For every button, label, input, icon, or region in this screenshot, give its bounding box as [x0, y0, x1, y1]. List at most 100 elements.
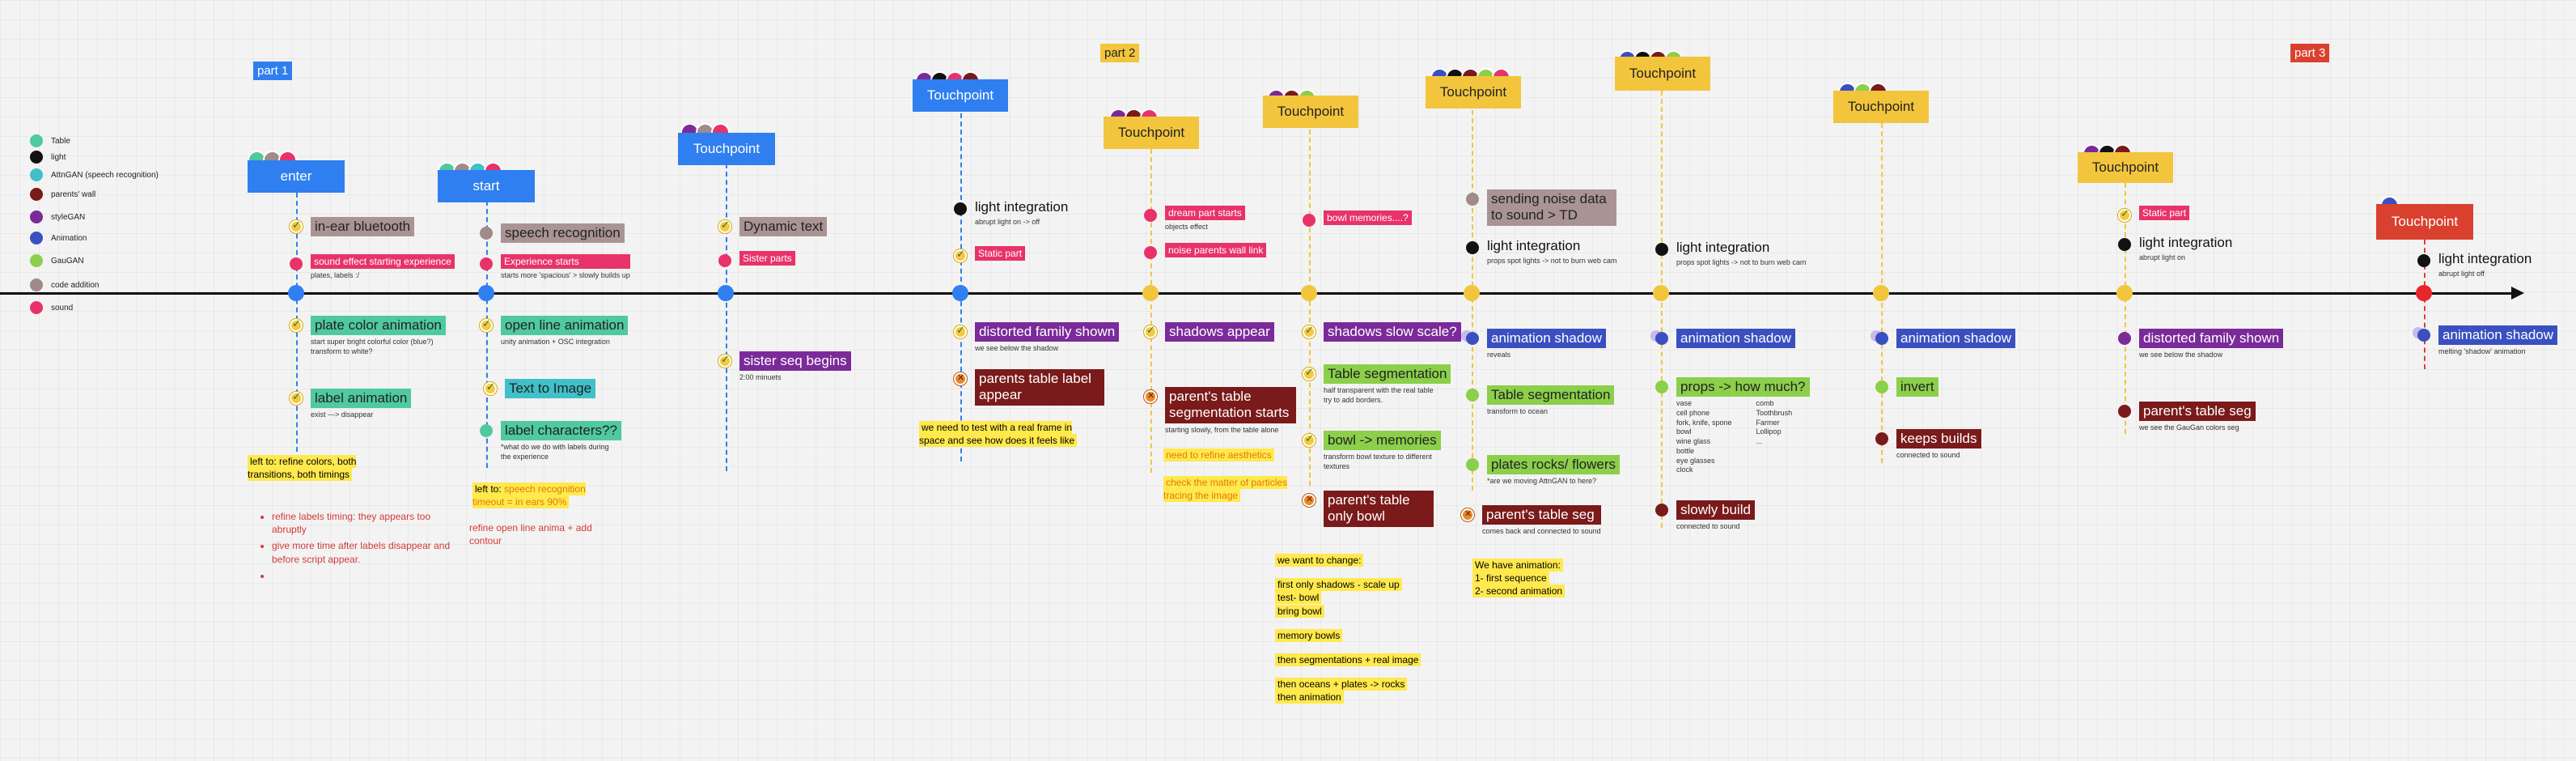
item-sending-noise[interactable]: sending noise data to sound > TD: [1466, 189, 1616, 226]
item-experience-starts[interactable]: Experience starts starts more 'spacious'…: [480, 254, 630, 281]
timeline-arrow-icon: [2511, 287, 2524, 300]
note-left-to-speech[interactable]: left to: speech recognition timeout = in…: [472, 483, 586, 509]
item-plate-color-animation[interactable]: plate color animation start super bright…: [290, 316, 446, 357]
note-refine-open-line[interactable]: refine open line anima + add contour: [469, 522, 592, 547]
item-slowly-build[interactable]: slowly build connected to sound: [1655, 500, 1755, 532]
item-parents-seg-starts[interactable]: parent's table segmentation starts start…: [1144, 387, 1296, 435]
timeline-dot[interactable]: [718, 285, 734, 301]
cross-icon: [1303, 494, 1316, 507]
milestone-touchpoint[interactable]: Touchpoint: [1426, 76, 1521, 108]
timeline-dot[interactable]: [1142, 285, 1159, 301]
milestone-touchpoint[interactable]: Touchpoint: [2078, 152, 2173, 183]
item-parents-table-seg[interactable]: parent's table seg comes back and connec…: [1461, 505, 1601, 537]
note-we-have-animation[interactable]: We have animation: 1- first sequence 2- …: [1472, 559, 1594, 598]
light-dot-icon: [30, 151, 43, 164]
item-animation-shadow[interactable]: animation shadow: [1871, 329, 2016, 349]
checkmark-icon: [718, 354, 731, 368]
timeline-connector: [1150, 149, 1152, 473]
item-keeps-builds[interactable]: keeps builds connected to sound: [1875, 429, 1981, 461]
item-light-integration[interactable]: light integration abrupt light off: [2417, 251, 2532, 279]
timeline-dot[interactable]: [288, 285, 304, 301]
milestone-enter[interactable]: enter: [248, 160, 345, 193]
item-light-integration[interactable]: light integration props spot lights -> n…: [1655, 240, 1806, 268]
sound-dot-icon: [1303, 214, 1316, 227]
timeline-axis: [0, 292, 2516, 295]
milestone-touchpoint[interactable]: Touchpoint: [913, 79, 1008, 112]
item-light-integration[interactable]: light integration props spot lights -> n…: [1466, 238, 1616, 266]
note-test-real-frame[interactable]: we need to test with a real frame in spa…: [919, 421, 1089, 448]
timeline-dot[interactable]: [1301, 285, 1317, 301]
legend-item: Animation: [30, 232, 87, 244]
item-dream-part[interactable]: dream part starts objects effect: [1144, 206, 1245, 232]
sound-dot-icon: [1144, 209, 1157, 222]
checkmark-icon: [290, 318, 303, 332]
timeline-dot[interactable]: [478, 285, 494, 301]
note-refine-aesthetics[interactable]: need to refine aesthetics: [1163, 449, 1309, 461]
timeline-dot[interactable]: [2116, 285, 2133, 301]
part-3-label[interactable]: part 3: [2290, 44, 2330, 62]
milestone-touchpoint[interactable]: Touchpoint: [1833, 91, 1929, 123]
item-animation-shadow[interactable]: animation shadow: [1650, 329, 1796, 349]
milestone-touchpoint[interactable]: Touchpoint: [678, 133, 775, 165]
item-parents-table-label[interactable]: parents table label appear: [954, 369, 1104, 406]
item-open-line-animation[interactable]: open line animation unity animation + OS…: [480, 316, 629, 347]
timeline-dot[interactable]: [952, 285, 968, 301]
animation-dot-icon: [2413, 327, 2430, 342]
item-static-part[interactable]: Static part: [954, 246, 1026, 262]
milestone-touchpoint[interactable]: Touchpoint: [1104, 117, 1199, 149]
milestone-touchpoint[interactable]: Touchpoint: [2376, 204, 2473, 240]
note-left-to[interactable]: left to: refine colors, both transitions…: [248, 455, 357, 482]
item-plates-rocks[interactable]: plates rocks/ flowers *are we moving Att…: [1466, 455, 1620, 487]
checkmark-icon: [290, 219, 303, 233]
item-sister-parts[interactable]: Sister parts: [718, 251, 795, 267]
legend-item: sound: [30, 301, 73, 314]
timeline-dot[interactable]: [2416, 285, 2432, 301]
item-distorted-family[interactable]: distorted family shown we see below the …: [2118, 329, 2284, 360]
item-table-segmentation[interactable]: Table segmentation half transparent with…: [1303, 364, 1451, 406]
item-shadows-appear[interactable]: shadows appear: [1144, 322, 1274, 342]
light-dot-icon: [1466, 241, 1479, 254]
animation-dot-icon: [1650, 330, 1668, 345]
item-parents-table-seg[interactable]: parent's table seg we see the GauGan col…: [2118, 402, 2256, 433]
stylegan-dot-icon: [2118, 332, 2131, 345]
item-light-integration[interactable]: light integration abrupt light on: [2118, 235, 2232, 263]
timeline-dot[interactable]: [1873, 285, 1889, 301]
checkmark-icon: [954, 325, 967, 338]
item-shadows-slow[interactable]: shadows slow scale?: [1303, 322, 1461, 342]
item-text-to-image[interactable]: Text to Image: [484, 379, 596, 399]
note-particles[interactable]: check the matter of particles tracing th…: [1163, 476, 1288, 503]
item-label-characters[interactable]: label characters?? *what do we do with l…: [480, 421, 621, 462]
part-1-label[interactable]: part 1: [253, 62, 293, 80]
note-want-to-change[interactable]: we want to change: first only shadows - …: [1275, 554, 1453, 704]
todo-list[interactable]: refine labels timing: they appears too a…: [257, 510, 451, 585]
item-static-part[interactable]: Static part: [2118, 206, 2190, 222]
milestone-touchpoint[interactable]: Touchpoint: [1615, 57, 1710, 91]
item-sister-seq[interactable]: sister seq begins 2:00 minuets: [718, 351, 851, 383]
item-dynamic-text[interactable]: Dynamic text: [718, 217, 828, 237]
part-2-label[interactable]: part 2: [1100, 44, 1140, 62]
item-animation-shadow[interactable]: animation shadow melting 'shadow' animat…: [2413, 325, 2558, 357]
timeline-dot[interactable]: [1464, 285, 1480, 301]
item-distorted-family[interactable]: distorted family shown we see below the …: [954, 322, 1120, 354]
item-invert[interactable]: invert: [1875, 377, 1938, 398]
item-bowl-to-memories[interactable]: bowl -> memories transform bowl texture …: [1303, 431, 1441, 472]
milestone-touchpoint[interactable]: Touchpoint: [1263, 96, 1358, 128]
item-parents-only-bowl[interactable]: parent's table only bowl: [1303, 491, 1434, 527]
light-dot-icon: [954, 202, 967, 215]
item-sound-effect[interactable]: sound effect starting experience plates,…: [290, 254, 455, 281]
timeline-dot[interactable]: [1653, 285, 1669, 301]
milestone-start[interactable]: start: [438, 170, 535, 202]
item-noise-parents[interactable]: noise parents wall link: [1144, 243, 1267, 259]
item-light-integration[interactable]: light integration abrupt light on -> off: [954, 199, 1068, 227]
item-speech-recognition[interactable]: speech recognition: [480, 223, 625, 244]
parents-wall-dot-icon: [2118, 405, 2131, 418]
item-props-how-much[interactable]: props -> how much? vase cell phone fork,…: [1655, 377, 1810, 475]
item-in-ear-bluetooth[interactable]: in-ear bluetooth: [290, 217, 415, 237]
item-table-segmentation[interactable]: Table segmentation transform to ocean: [1466, 385, 1615, 417]
sound-dot-icon: [1144, 246, 1157, 259]
item-bowl-memories[interactable]: bowl memories....?: [1303, 210, 1412, 227]
parents-wall-dot-icon: [30, 188, 43, 201]
item-label-animation[interactable]: label animation exist ---> disappear: [290, 389, 412, 420]
item-animation-shadow[interactable]: animation shadow reveals: [1461, 329, 1607, 360]
